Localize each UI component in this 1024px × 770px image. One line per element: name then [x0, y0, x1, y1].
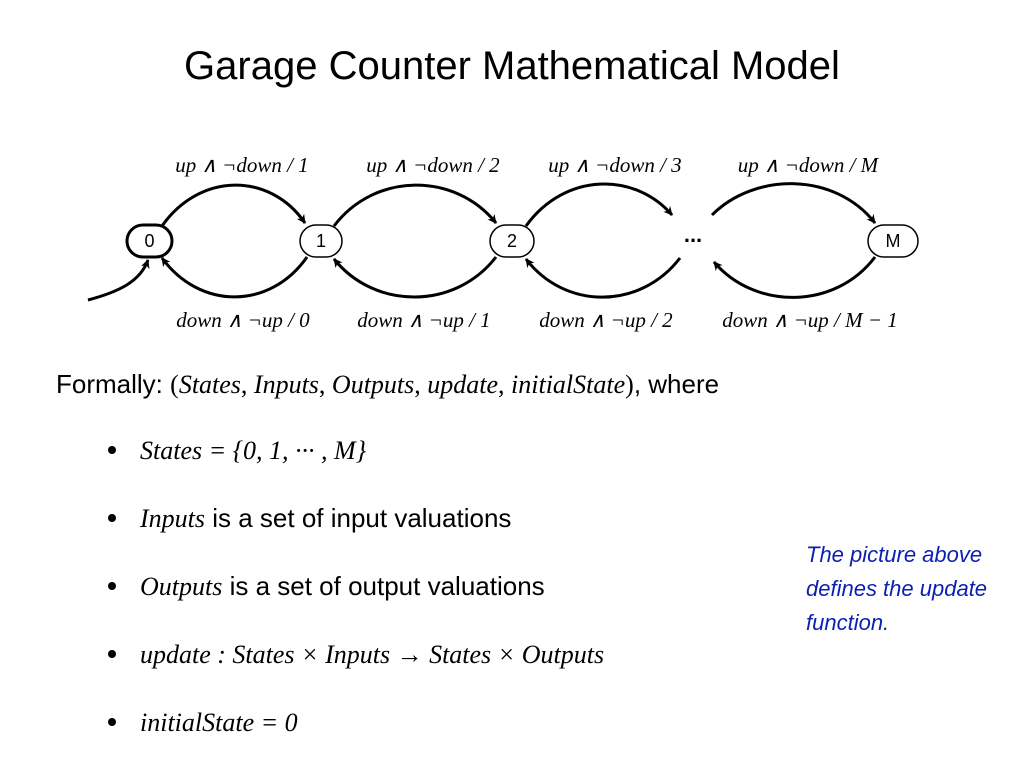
bullet-dot	[108, 514, 116, 522]
bullet-dot	[108, 446, 116, 454]
edge-down-2-1	[332, 256, 498, 299]
edge-label-up-1: up ∧ ¬down / 1	[175, 153, 308, 177]
bullet-dot	[108, 718, 116, 726]
edge-label-down-1: down ∧ ¬up / 1	[357, 308, 490, 332]
tuple-open: (	[170, 370, 179, 399]
bullet-inputs: Inputs is a set of input valuations	[108, 498, 604, 566]
side-note: The picture above defines the update fun…	[806, 542, 988, 635]
edge-down-1-0	[160, 256, 309, 299]
edge-down-dots-2	[524, 257, 682, 299]
tuple-item-update: update	[427, 370, 499, 399]
edge-label-up-3: up ∧ ¬down / 3	[548, 153, 681, 177]
bullet-initial-state: initialState = 0	[108, 702, 604, 770]
tuple-item-initial-state: initialState	[511, 370, 626, 399]
tuple-item-inputs: Inputs	[253, 370, 319, 399]
state-2-label: 2	[507, 231, 517, 251]
edge-down-m-dots	[712, 256, 877, 299]
tuple-item-states: States	[178, 370, 241, 399]
formal-lead: Formally:	[56, 369, 163, 399]
edge-label-down-2: down ∧ ¬up / 2	[539, 308, 673, 332]
definition-list: States = {0, 1, ··· , M} Inputs is a set…	[108, 430, 604, 770]
state-m: M	[867, 224, 919, 258]
edge-label-up-2: up ∧ ¬down / 2	[366, 153, 500, 177]
slide-title: Garage Counter Mathematical Model	[184, 44, 840, 88]
formal-trail: , where	[633, 369, 720, 399]
formal-definition: Formally: (States, Inputs, Outputs, upda…	[56, 369, 720, 399]
bullet-update: update : States × Inputs → States × Outp…	[108, 634, 604, 702]
bullet-states: States = {0, 1, ··· , M}	[108, 430, 604, 498]
bullet-dot	[108, 582, 116, 590]
edge-up-dots-m	[710, 182, 877, 224]
state-m-label: M	[886, 231, 901, 251]
state-machine-diagram: 0 1 2 ... M up ∧ ¬down / 1 up ∧ ¬down / …	[87, 153, 919, 332]
state-2: 2	[489, 224, 535, 258]
bullet-outputs: Outputs is a set of output valuations	[108, 566, 604, 634]
edge-label-up-m: up ∧ ¬down / M	[738, 153, 880, 177]
edge-label-down-m-1: down ∧ ¬up / M − 1	[722, 308, 898, 332]
edge-up-0-1	[160, 183, 307, 227]
initial-arrow	[87, 259, 150, 302]
edge-up-2-dots	[524, 182, 674, 227]
edge-label-down-0: down ∧ ¬up / 0	[176, 308, 310, 332]
state-1: 1	[299, 224, 343, 258]
state-0-label: 0	[144, 231, 154, 251]
tuple-close: )	[625, 370, 634, 399]
state-1-label: 1	[316, 231, 326, 251]
ellipsis: ...	[684, 222, 702, 247]
tuple-item-outputs: Outputs	[331, 370, 415, 399]
bullet-dot	[108, 650, 116, 658]
state-0: 0	[125, 223, 174, 259]
edge-up-1-2	[332, 183, 498, 227]
